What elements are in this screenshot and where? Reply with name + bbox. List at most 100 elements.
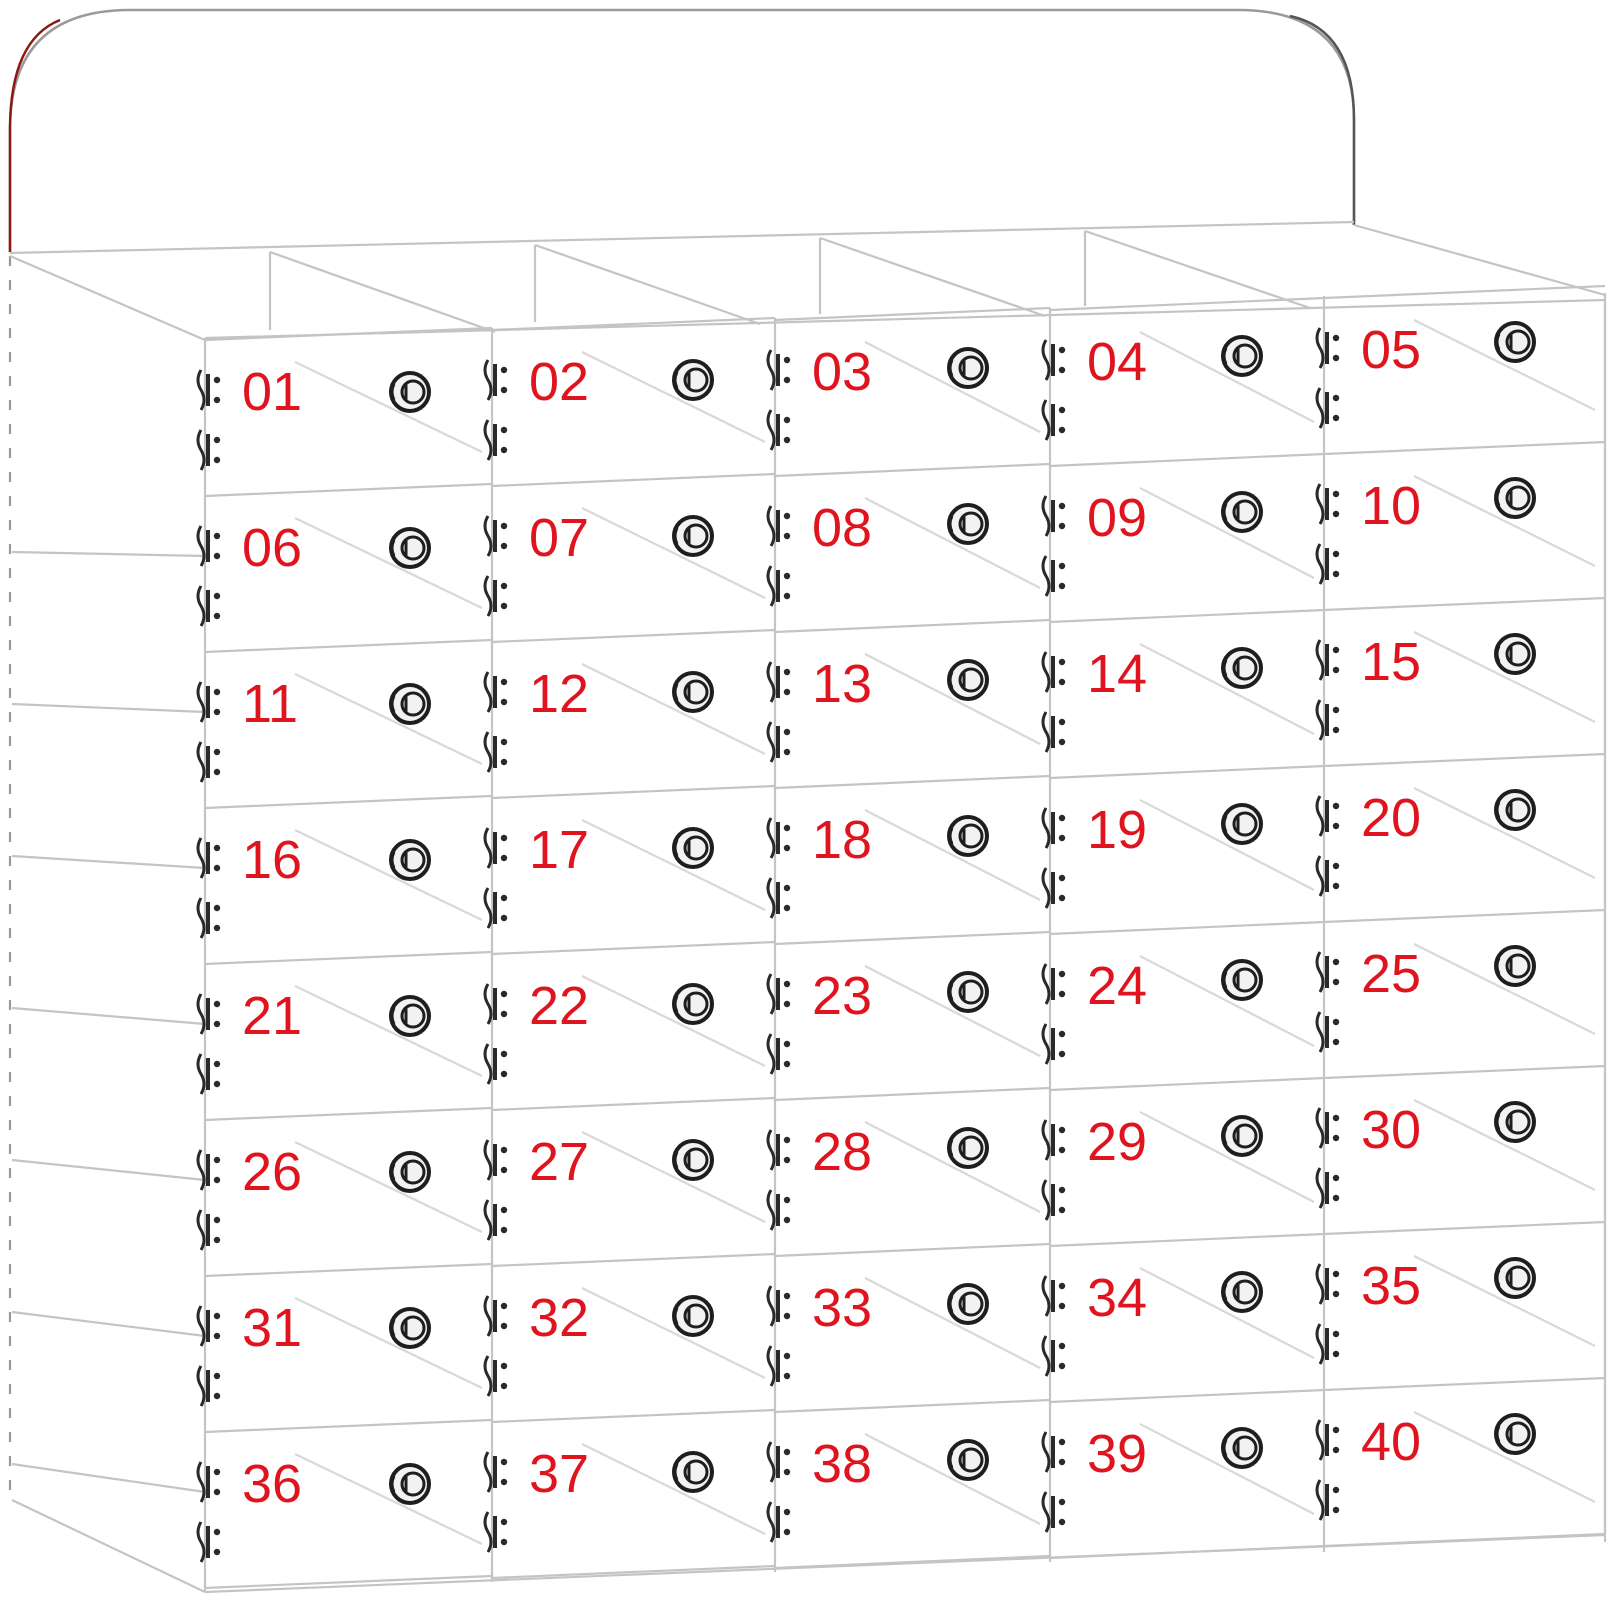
hinge-icon: [196, 1461, 221, 1503]
locker-door-26: 26: [196, 1142, 431, 1251]
hinge-icon: [483, 1511, 508, 1553]
top-back-edge: [9, 220, 1355, 255]
cabinet-frame: [8, 8, 1607, 1615]
locker-door-31: 31: [196, 1298, 431, 1407]
locker-door-25: 25: [1315, 944, 1536, 1053]
lock-icon: [1221, 491, 1263, 533]
hinge-icon: [483, 983, 508, 1025]
inner-shelf-line: [1139, 1423, 1315, 1515]
left-shelf-5: [11, 1158, 206, 1182]
hinge-icon: [483, 1451, 508, 1493]
locker-door-33: 33: [766, 1278, 989, 1387]
row-divider: [1049, 764, 1325, 780]
hinge-icon: [1315, 543, 1340, 585]
hinge-icon: [483, 671, 508, 713]
lock-icon: [389, 1151, 431, 1193]
locker-number: 31: [242, 1298, 302, 1358]
locker-number: 24: [1087, 956, 1147, 1016]
locker-number: 20: [1361, 788, 1421, 848]
locker-door-03: 03: [766, 342, 989, 451]
row-divider: [491, 316, 776, 332]
hinge-icon: [483, 887, 508, 929]
inner-shelf-line: [294, 1297, 483, 1389]
locker-door-05: 05: [1315, 320, 1536, 429]
row-divider: [204, 794, 493, 810]
lock-icon: [672, 827, 714, 869]
lock-icon: [389, 839, 431, 881]
locker-number: 37: [529, 1444, 589, 1504]
locker-door-18: 18: [766, 810, 989, 919]
locker-door-11: 11: [196, 674, 431, 783]
lock-icon: [672, 359, 714, 401]
hinge-icon: [483, 731, 508, 773]
locker-number: 27: [529, 1132, 589, 1192]
inner-shelf-line: [864, 1433, 1041, 1525]
locker-number: 39: [1087, 1424, 1147, 1484]
inner-shelf-line: [581, 507, 766, 599]
inner-shelf-line: [581, 819, 766, 911]
hinge-icon: [766, 1189, 791, 1231]
inner-shelf-line: [1139, 799, 1315, 891]
hinge-icon: [766, 973, 791, 1015]
hinge-icon: [196, 681, 221, 723]
carry-handle-left-accent: [8, 18, 61, 252]
locker-number: 01: [242, 362, 302, 422]
locker-door-36: 36: [196, 1454, 431, 1563]
locker-number: 30: [1361, 1100, 1421, 1160]
hinge-icon: [766, 721, 791, 763]
row-divider: [491, 1564, 776, 1580]
inner-shelf-line: [294, 1453, 483, 1545]
inner-shelf-line: [1413, 1411, 1596, 1503]
locker-door-10: 10: [1315, 476, 1536, 585]
locker-door-23: 23: [766, 966, 989, 1075]
inner-shelf-line: [1413, 319, 1596, 411]
hinge-icon: [766, 505, 791, 547]
lock-icon: [947, 815, 989, 857]
top-front-edge: [204, 298, 1606, 340]
hinge-icon: [1041, 555, 1066, 597]
locker-door-30: 30: [1315, 1100, 1536, 1209]
inner-shelf-line: [864, 965, 1041, 1057]
lock-icon: [1494, 321, 1536, 363]
hinge-icon: [1041, 711, 1066, 753]
hinge-icon: [1315, 1323, 1340, 1365]
hinge-icon: [196, 1209, 221, 1251]
row-divider: [491, 472, 776, 488]
hinge-icon: [1315, 699, 1340, 741]
hinge-icon: [1315, 1167, 1340, 1209]
locker-number: 18: [812, 810, 872, 870]
inner-shelf-line: [1413, 631, 1596, 723]
locker-number: 04: [1087, 332, 1147, 392]
left-shelf-2: [11, 702, 206, 714]
lock-icon: [389, 995, 431, 1037]
lock-icon: [1494, 945, 1536, 987]
locker-door-32: 32: [483, 1288, 714, 1397]
lock-icon: [1221, 1427, 1263, 1469]
locker-number: 35: [1361, 1256, 1421, 1316]
locker-door-07: 07: [483, 508, 714, 617]
hinge-icon: [483, 1199, 508, 1241]
hinge-icon: [196, 837, 221, 879]
lock-icon: [389, 371, 431, 413]
lock-icon: [389, 1307, 431, 1349]
inner-shelf-line: [864, 341, 1041, 433]
locker-number: 38: [812, 1434, 872, 1494]
hinge-icon: [1041, 651, 1066, 693]
locker-number: 16: [242, 830, 302, 890]
inner-shelf-line: [1139, 955, 1315, 1047]
hinge-icon: [766, 1345, 791, 1387]
inner-shelf-line: [864, 809, 1041, 901]
row-divider: [204, 1262, 493, 1278]
top-left-diagonal: [9, 254, 206, 342]
locker-number: 09: [1087, 488, 1147, 548]
row-divider: [774, 1554, 1051, 1570]
row-divider: [1049, 1544, 1325, 1560]
inner-shelf-line: [1413, 475, 1596, 567]
row-divider: [491, 628, 776, 644]
row-divider: [491, 1408, 776, 1424]
hinge-icon: [1041, 1179, 1066, 1221]
row-divider: [491, 940, 776, 956]
row-divider: [1049, 1076, 1325, 1092]
inner-shelf-line: [581, 975, 766, 1067]
